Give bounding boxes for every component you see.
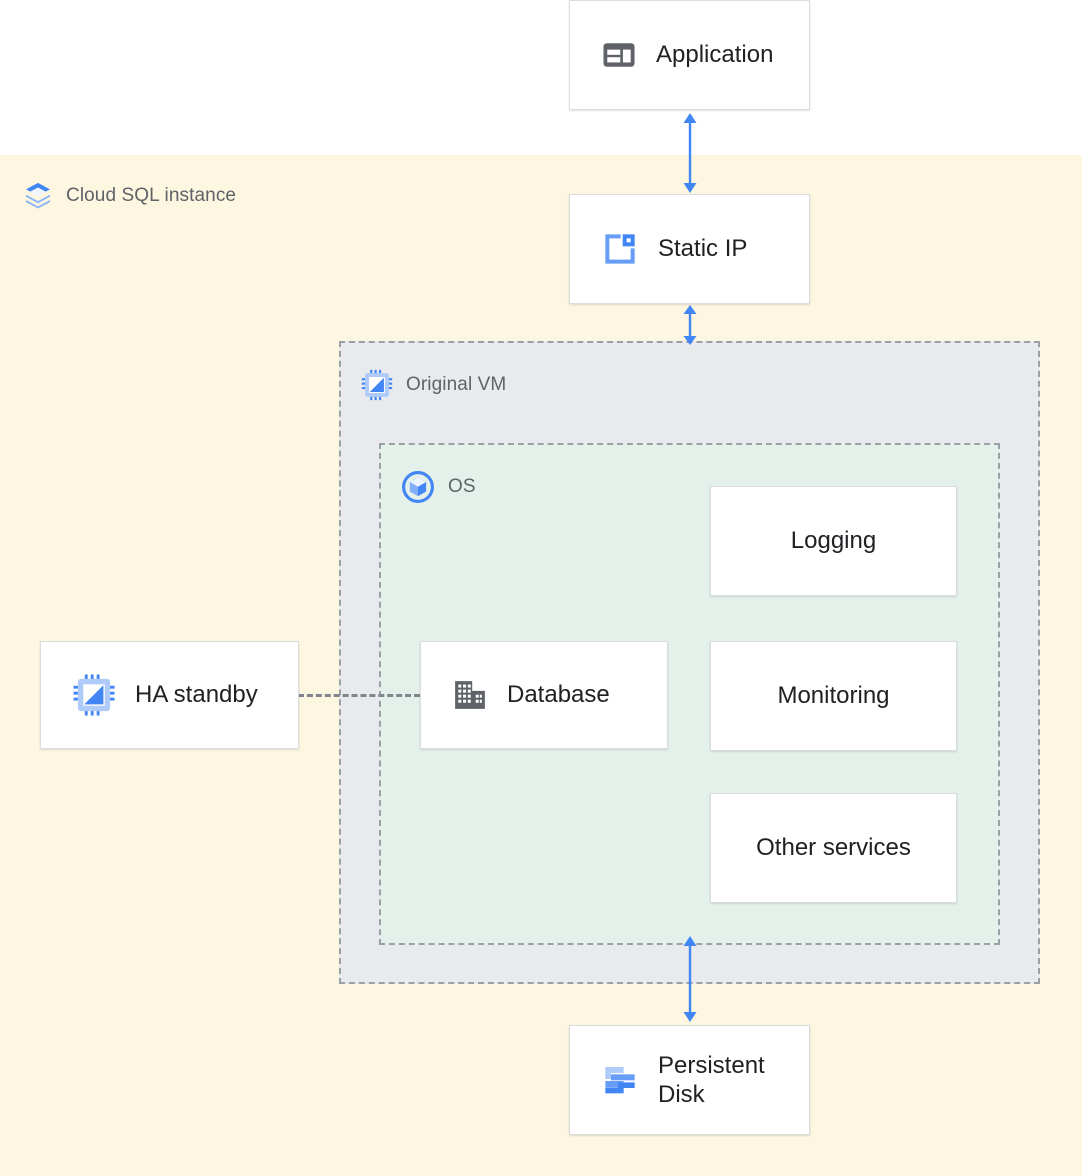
application-window-icon xyxy=(600,36,638,74)
connector-ha-standby-to-database xyxy=(298,694,420,697)
vm-chip-icon xyxy=(360,368,394,402)
node-label-ha-standby: HA standby xyxy=(135,681,258,709)
region-title-text: OS xyxy=(448,476,476,497)
node-database[interactable]: Database xyxy=(420,641,668,749)
node-logging[interactable]: Logging xyxy=(710,486,957,596)
node-persistent-disk[interactable]: Persistent Disk xyxy=(569,1025,810,1135)
region-title-text: Cloud SQL instance xyxy=(66,185,237,206)
node-application[interactable]: Application xyxy=(569,0,810,110)
node-label-static-ip: Static IP xyxy=(658,235,748,263)
database-building-icon xyxy=(451,676,489,714)
region-label-cloud-sql-instance: Cloud SQL instance xyxy=(22,180,236,212)
region-label-original-vm: Original VM xyxy=(360,368,506,402)
node-ha-standby[interactable]: HA standby xyxy=(40,641,299,749)
node-label-persistent-disk: Persistent Disk xyxy=(658,1051,765,1108)
static-ip-icon xyxy=(600,229,640,269)
connector-os-to-persistent-disk xyxy=(683,936,697,1022)
node-label-other-services: Other services xyxy=(756,834,911,862)
node-static-ip[interactable]: Static IP xyxy=(569,194,810,304)
persistent-disk-icon xyxy=(600,1060,640,1100)
region-label-os: OS xyxy=(400,469,476,505)
cloud-sql-stack-icon xyxy=(22,180,54,212)
node-label-application: Application xyxy=(656,41,774,69)
os-cube-icon xyxy=(400,469,436,505)
node-label-logging: Logging xyxy=(790,527,877,555)
region-title-text: Original VM xyxy=(406,374,507,395)
connector-static-ip-to-original-vm xyxy=(683,305,697,345)
node-label-database: Database xyxy=(507,681,610,709)
connector-application-to-static-ip xyxy=(683,113,697,193)
node-monitoring[interactable]: Monitoring xyxy=(710,641,957,751)
vm-chip-icon xyxy=(71,672,117,718)
node-label-monitoring: Monitoring xyxy=(777,682,890,710)
node-other-services[interactable]: Other services xyxy=(710,793,957,903)
